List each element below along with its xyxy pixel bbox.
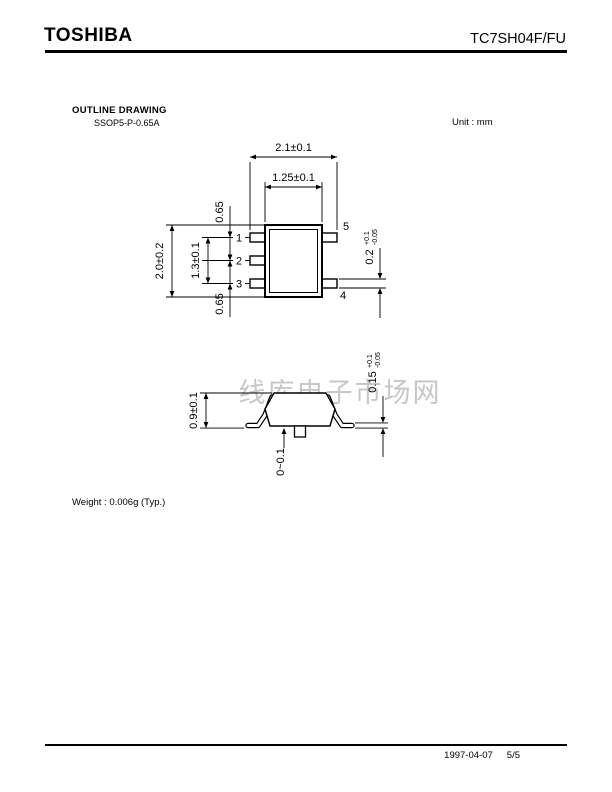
dim-lead-thickness-tol-minus: -0.05 <box>375 352 382 368</box>
header-rule <box>45 50 567 53</box>
dim-lead-thickness: 0.15 +0.1 -0.05 <box>367 352 386 457</box>
pin-numbers: 1 2 3 5 4 <box>236 221 349 302</box>
lead-pin3 <box>249 278 266 289</box>
dim-standoff: 0~0.1 <box>275 428 287 476</box>
footer: 1997-04-07 5/5 <box>444 750 520 761</box>
package-name: SSOP5-P-0.65A <box>94 118 160 128</box>
extension-lines-top-view <box>166 162 386 298</box>
lead-pin2 <box>249 255 266 266</box>
dim-lead-width-tol-minus: -0.05 <box>372 229 379 245</box>
part-number: TC7SH04F/FU <box>470 31 566 47</box>
extension-lines-side-view <box>200 392 388 429</box>
center-lead-side-view <box>293 425 307 438</box>
dim-body-length-label: 2.0±0.2 <box>154 243 166 280</box>
dim-lead-width-tol-plus: +0.1 <box>364 231 371 245</box>
dim-overall-width-label: 2.1±0.1 <box>275 142 312 154</box>
dim-lead-thickness-tol-plus: +0.1 <box>367 354 374 368</box>
pin-3-label: 3 <box>236 279 242 291</box>
dim-lead-width: 0.2 +0.1 -0.05 <box>364 229 383 318</box>
outline-drawing-figure: 线库电子市场网 1 2 3 5 4 <box>154 142 440 476</box>
dim-standoff-label: 0~0.1 <box>275 448 287 476</box>
dim-lead-width-label: 0.2 <box>364 249 376 264</box>
dim-pitch-chain: 0.65 0.65 <box>214 201 233 317</box>
dim-body-length: 2.0±0.2 <box>154 225 175 297</box>
outline-drawing-title: OUTLINE DRAWING <box>72 105 167 116</box>
lead-pin5 <box>321 232 338 243</box>
footer-page-number: 5/5 <box>506 750 520 761</box>
dim-height: 0.9±0.1 <box>188 392 209 429</box>
dim-height-label: 0.9±0.1 <box>188 392 200 429</box>
pin-5-label: 5 <box>343 221 349 233</box>
dim-pin-span: 1.3±0.1 <box>190 237 211 284</box>
dim-lead-thickness-label: 0.15 <box>367 371 379 392</box>
dim-pitch-top-label: 0.65 <box>214 201 226 222</box>
side-view-drawing: 0.9±0.1 0.15 +0.1 -0.05 0~ <box>188 352 388 476</box>
pin-1-label: 1 <box>236 233 242 245</box>
package-body-inner-outline <box>269 229 318 293</box>
footer-rule <box>45 744 567 746</box>
dim-body-width-label: 1.25±0.1 <box>272 172 315 184</box>
weight-note: Weight : 0.006g (Typ.) <box>72 497 166 508</box>
lead-pin1 <box>249 232 266 243</box>
footer-date: 1997-04-07 <box>444 750 493 761</box>
lead-pin4 <box>321 278 338 289</box>
top-view-drawing: 1 2 3 5 4 <box>154 142 386 318</box>
pin-4-label: 4 <box>340 290 346 302</box>
pin-2-label: 2 <box>236 256 242 268</box>
dim-pin-span-label: 1.3±0.1 <box>190 242 202 279</box>
dim-body-width: 1.25±0.1 <box>265 172 322 190</box>
unit-label: Unit : mm <box>452 117 493 128</box>
dim-overall-width: 2.1±0.1 <box>250 142 337 160</box>
package-body-top-view <box>264 224 323 298</box>
brand-logo: TOSHIBA <box>44 25 133 46</box>
package-body-side-view <box>264 392 336 427</box>
dim-pitch-bottom-label: 0.65 <box>214 293 226 314</box>
